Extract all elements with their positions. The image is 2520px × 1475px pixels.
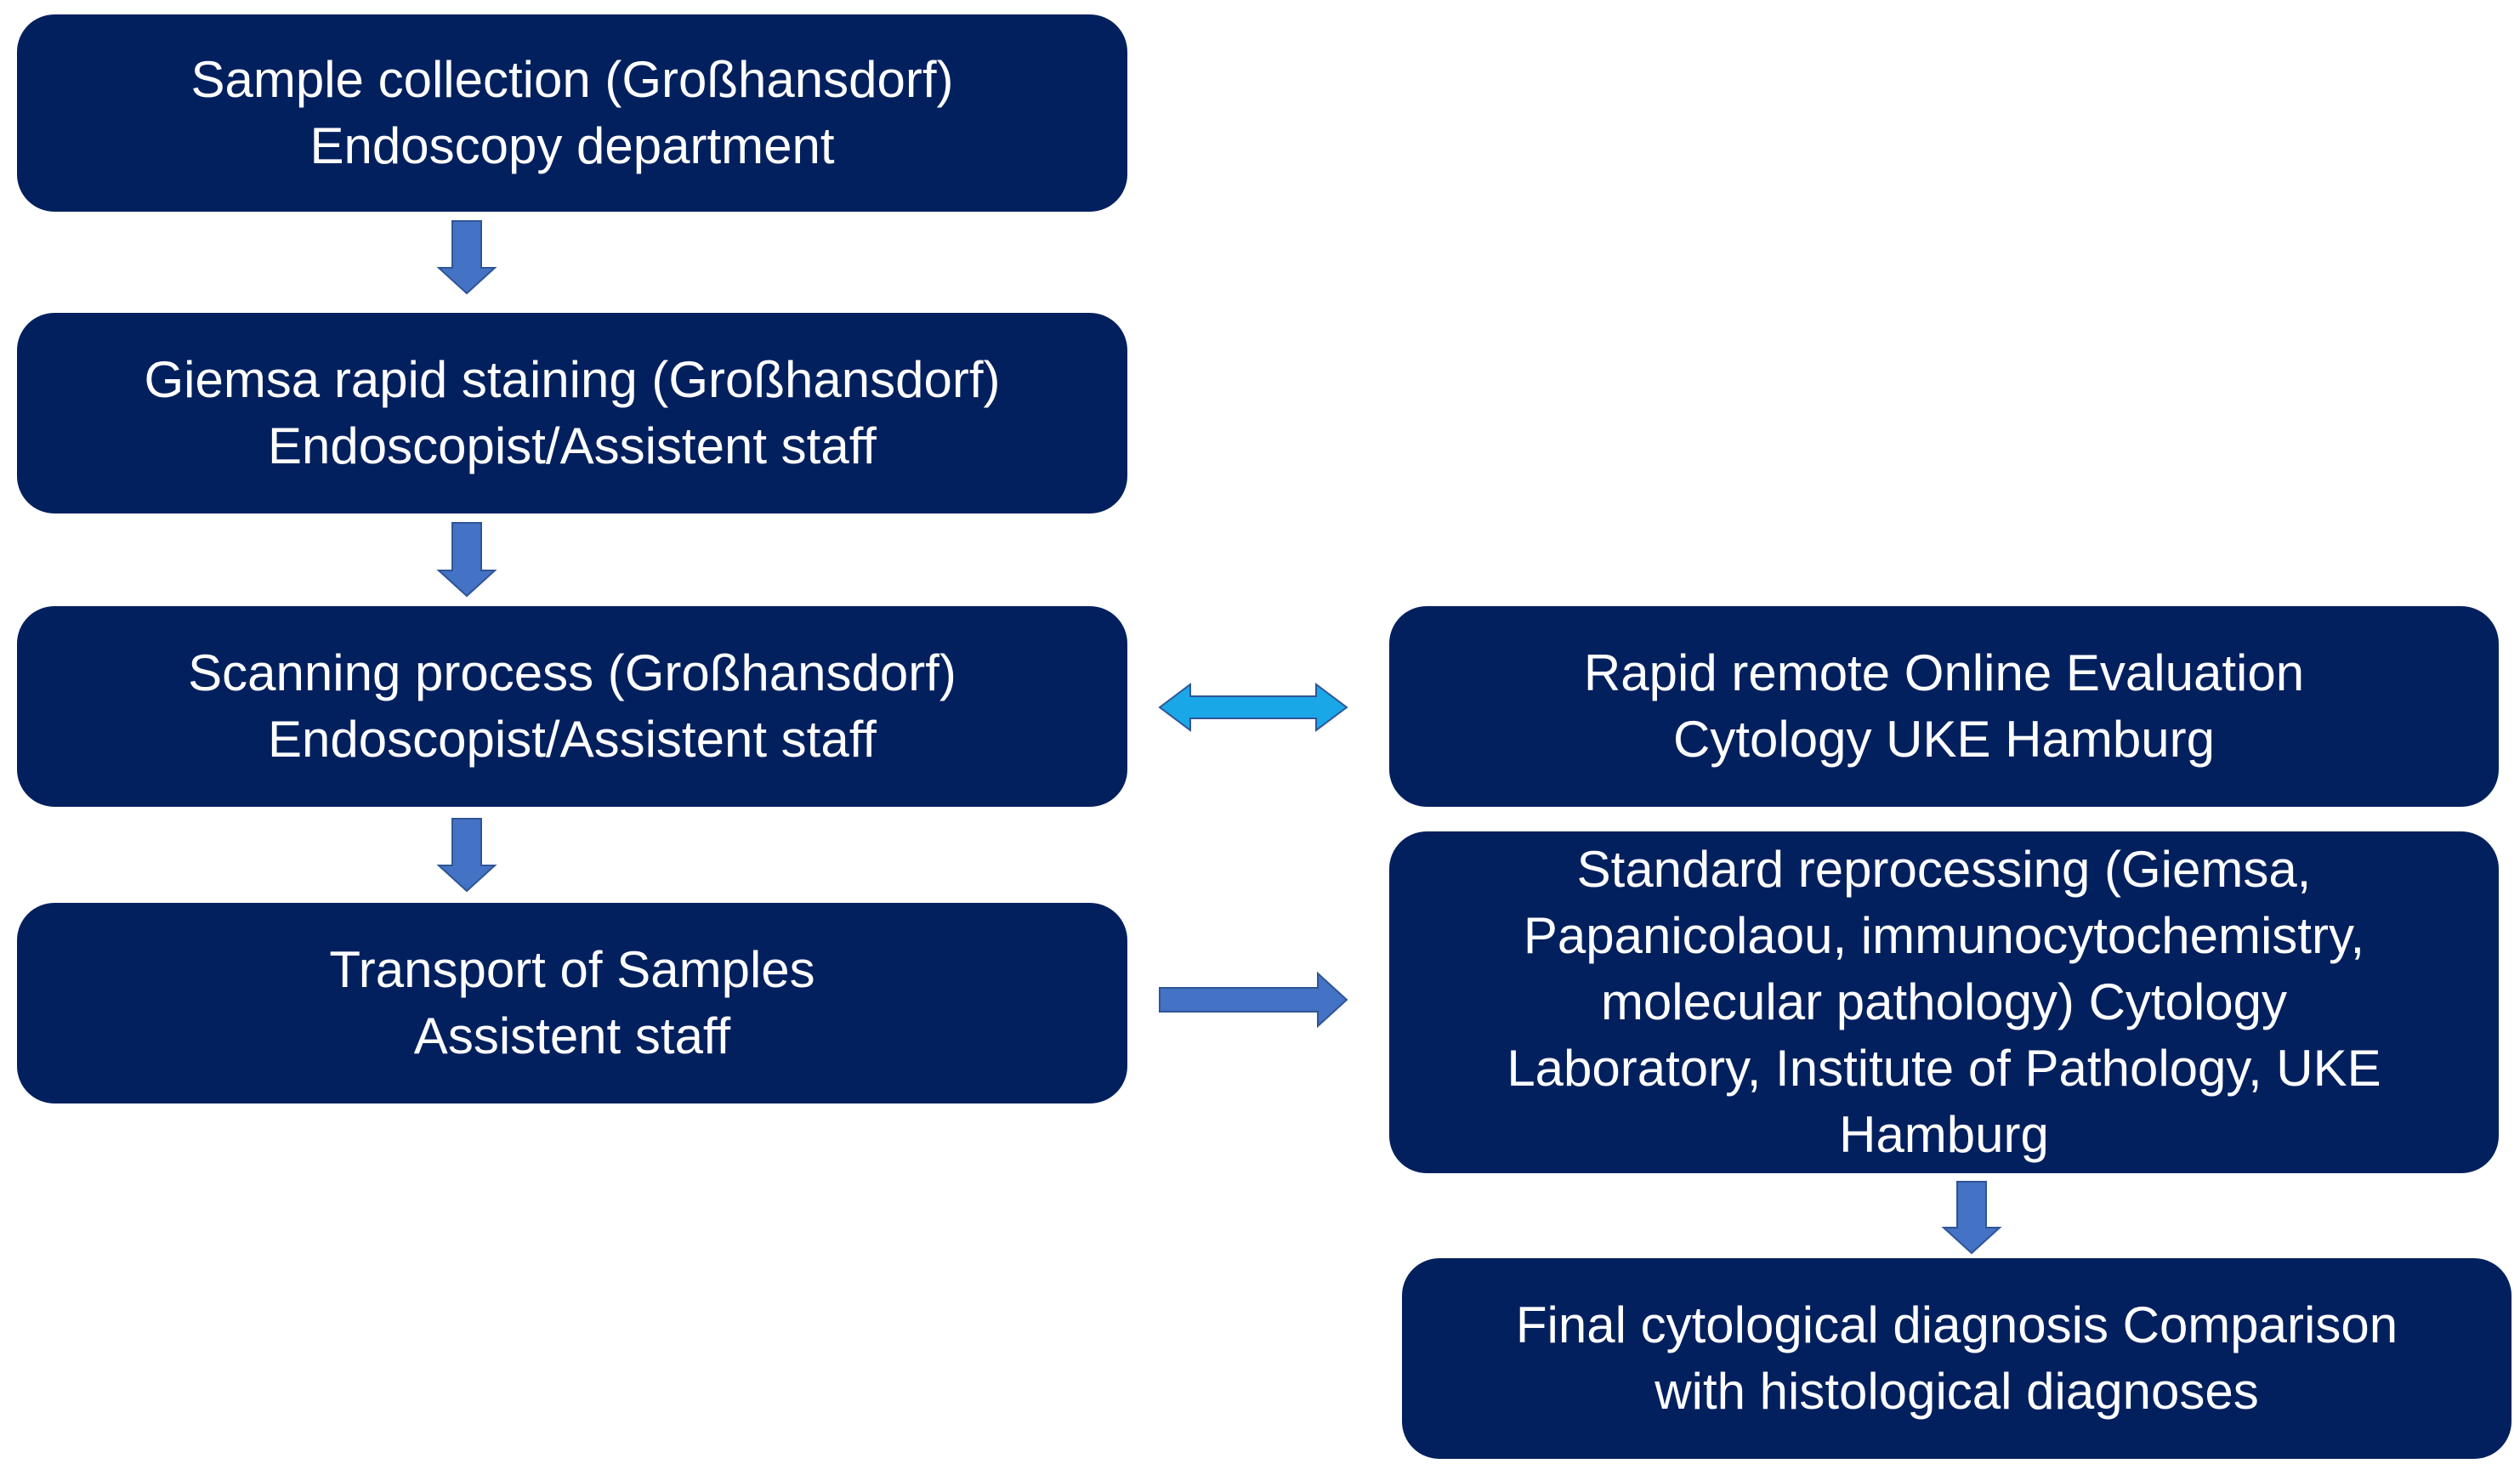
arrow-down-3 — [436, 818, 497, 893]
arrow-right — [1159, 971, 1348, 1029]
remote-evaluation-subtitle: Cytology UKE Hamburg — [1673, 711, 2215, 768]
standard-reprocessing-line-2: Papanicolaou, immunocytochemistry, — [1523, 907, 2365, 964]
scanning-process-title: Scanning process (Großhansdorf) — [188, 644, 956, 701]
final-diagnosis-line-1: Final cytological diagnosis Comparison — [1515, 1296, 2398, 1353]
giemsa-staining-box: Giemsa rapid staining (Großhansdorf) End… — [17, 313, 1127, 513]
giemsa-staining-subtitle: Endoscopist/Assistent staff — [268, 417, 877, 474]
arrow-down-1 — [436, 220, 497, 295]
sample-collection-subtitle: Endoscopy department — [309, 117, 835, 174]
standard-reprocessing-line-4: Laboratory, Institute of Pathology, UKE — [1507, 1040, 2381, 1097]
standard-reprocessing-line-3: molecular pathology) Cytology — [1600, 973, 2288, 1030]
transport-subtitle: Assistent staff — [413, 1007, 731, 1064]
remote-evaluation-box: Rapid remote Online Evaluation Cytology … — [1389, 606, 2499, 807]
final-diagnosis-box: Final cytological diagnosis Comparison w… — [1402, 1258, 2511, 1459]
arrow-down-4 — [1941, 1181, 2002, 1255]
scanning-process-subtitle: Endoscopist/Assistent staff — [268, 711, 877, 768]
standard-reprocessing-box: Standard reprocessing (Giemsa, Papanicol… — [1389, 831, 2499, 1173]
standard-reprocessing-line-1: Standard reprocessing (Giemsa, — [1576, 841, 2312, 898]
remote-evaluation-title: Rapid remote Online Evaluation — [1583, 644, 2305, 701]
arrow-bidirectional — [1158, 683, 1348, 732]
scanning-process-box: Scanning process (Großhansdorf) Endoscop… — [17, 606, 1127, 807]
arrow-down-2 — [436, 522, 497, 598]
sample-collection-title: Sample collection (Großhansdorf) — [190, 51, 954, 108]
transport-box: Transport of Samples Assistent staff — [17, 903, 1127, 1103]
sample-collection-box: Sample collection (Großhansdorf) Endosco… — [17, 14, 1127, 212]
standard-reprocessing-line-5: Hamburg — [1839, 1106, 2049, 1163]
giemsa-staining-title: Giemsa rapid staining (Großhansdorf) — [144, 351, 1001, 408]
transport-title: Transport of Samples — [329, 941, 815, 998]
final-diagnosis-line-2: with histological diagnoses — [1654, 1363, 2259, 1420]
